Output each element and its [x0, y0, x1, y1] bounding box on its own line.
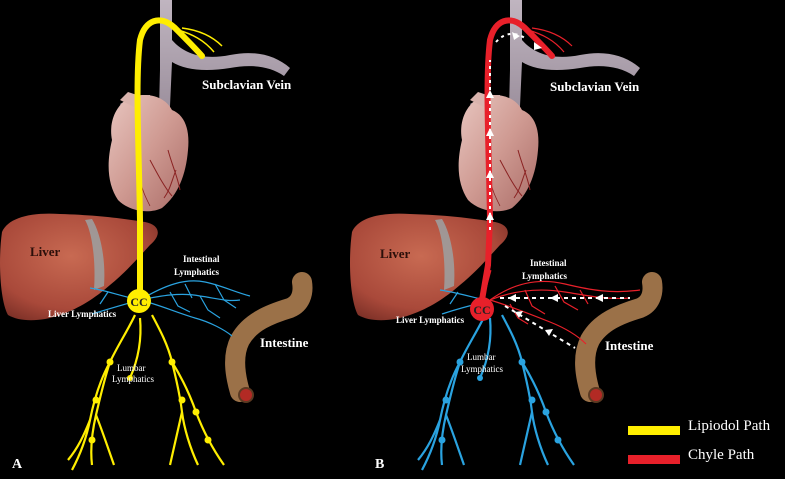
liver-lymphatics-label-a: Liver Lymphatics: [48, 309, 117, 319]
intestinal-label-a-1: Intestinal: [183, 254, 220, 264]
subclavian-label-a: Subclavian Vein: [202, 77, 292, 92]
liver-label-a: Liver: [30, 244, 61, 259]
intestine-label-a: Intestine: [260, 335, 309, 350]
lumbar-lymphatics-b: [416, 313, 576, 472]
lumbar-label-b-2: Lymphatics: [461, 364, 503, 374]
liver-label-b: Liver: [380, 246, 411, 261]
lumbar-label-a-2: Lymphatics: [112, 374, 154, 384]
legend-item-chyle: Chyle Path: [620, 447, 780, 469]
lipiodol-duct-a: [134, 17, 205, 301]
intestine-label-b: Intestine: [605, 338, 654, 353]
legend-label-lipiodol: Lipiodol Path: [688, 418, 771, 434]
legend-swatch-chyle: [628, 455, 680, 464]
panel-a: CC Subclavian Vein Liver Intestinal Lymp…: [0, 0, 309, 472]
lumbar-lymphatics-a: [66, 313, 226, 472]
intestinal-label-a-2: Lymphatics: [174, 267, 220, 277]
legend-item-lipiodol: Lipiodol Path: [620, 418, 780, 440]
panel-letter-b: B: [375, 457, 384, 472]
lumbar-label-a-1: Lumbar: [117, 363, 146, 373]
cc-label-a: CC: [130, 295, 147, 309]
panel-letter-a: A: [12, 457, 23, 472]
chyle-duct-b: [479, 17, 555, 303]
lumbar-label-b-1: Lumbar: [467, 352, 496, 362]
subclavian-label-b: Subclavian Vein: [550, 79, 640, 94]
panel-b: CC Subclavian Vein Liver Intestinal Lymp…: [350, 0, 654, 472]
legend-label-chyle: Chyle Path: [688, 447, 755, 463]
liver-lymphatics-label-b: Liver Lymphatics: [396, 315, 465, 325]
legend-swatch-lipiodol: [628, 426, 680, 435]
cisterna-chyli-b: [470, 297, 494, 321]
anatomy-a: [0, 0, 303, 402]
intestinal-lymphatics-b: [489, 280, 641, 345]
cisterna-chyli-a: [127, 289, 151, 313]
intestinal-label-b-2: Lymphatics: [522, 271, 568, 281]
intestinal-label-b-1: Intestinal: [530, 258, 567, 268]
cc-label-b: CC: [473, 303, 490, 317]
